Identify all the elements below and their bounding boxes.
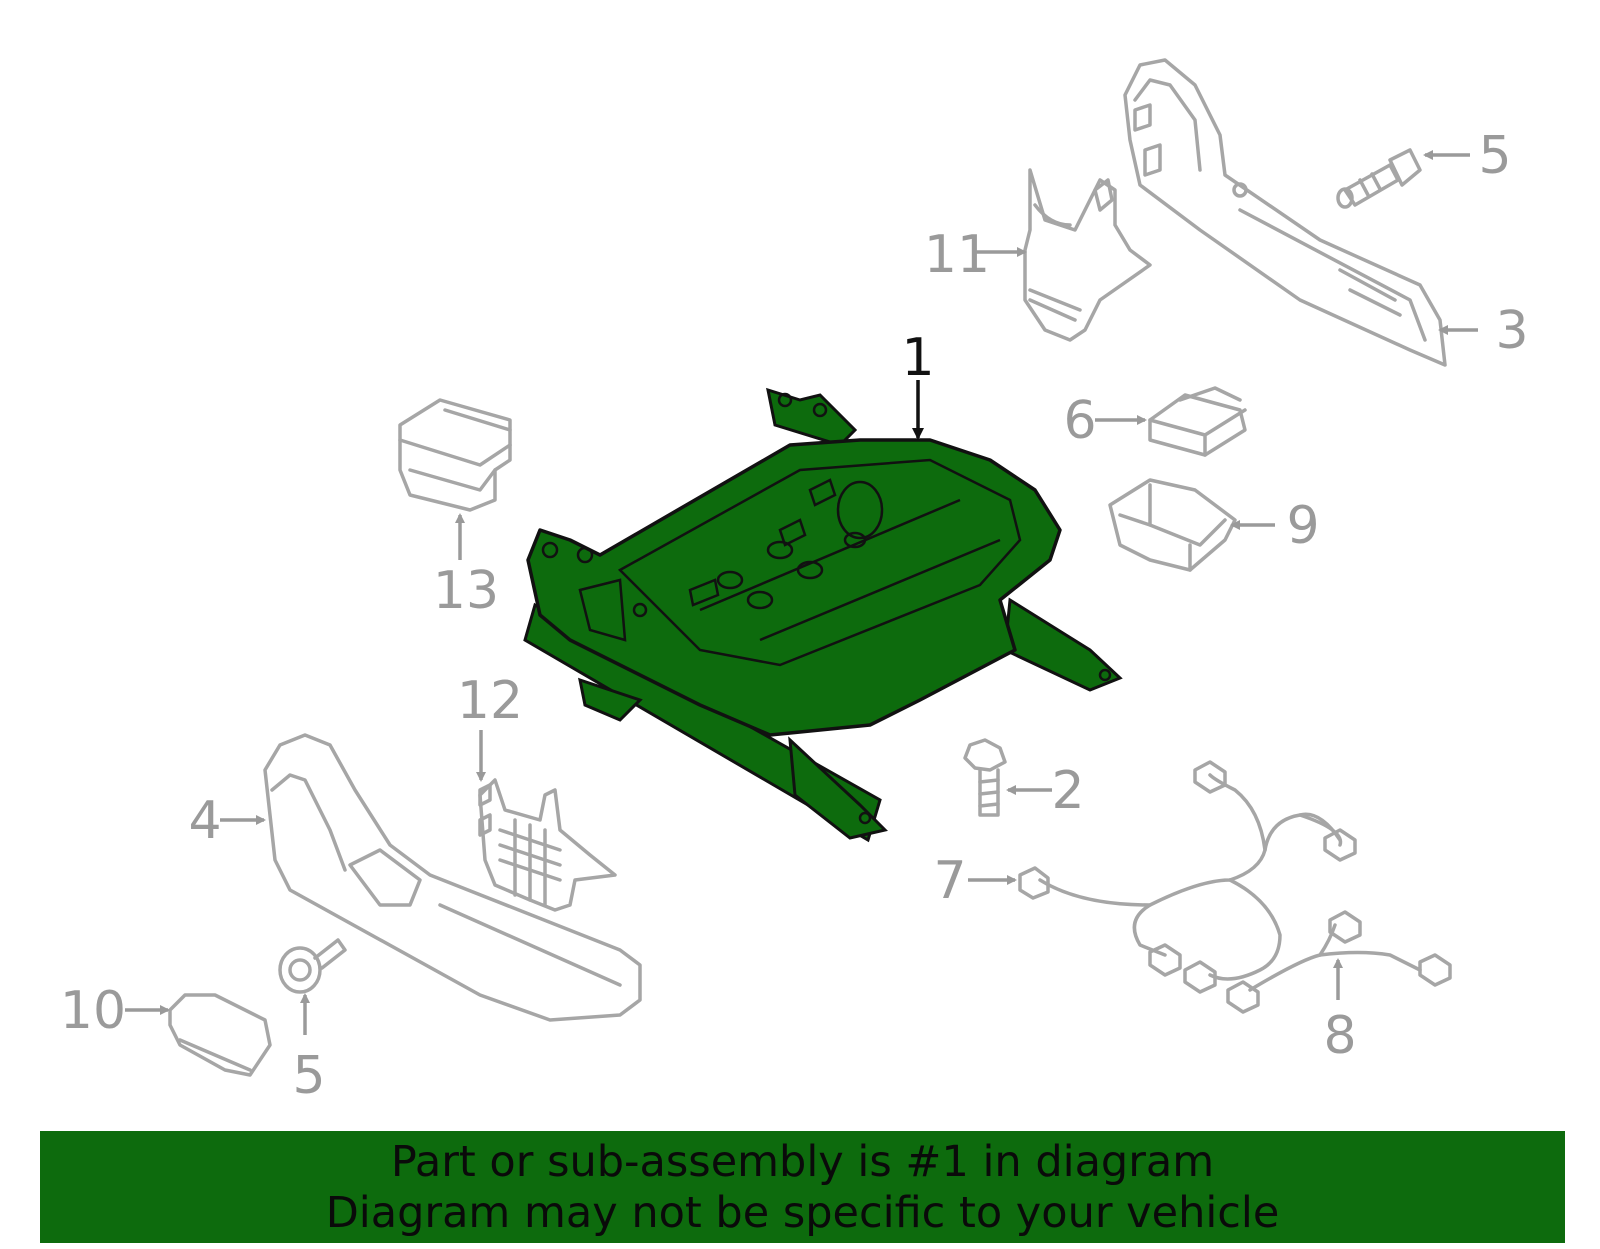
leader-lines <box>125 150 1478 1035</box>
callout-8: 8 <box>1323 1006 1356 1066</box>
callout-3: 3 <box>1495 301 1528 361</box>
callout-10: 10 <box>60 981 126 1041</box>
info-banner: Part or sub-assembly is #1 in diagram Di… <box>40 1131 1565 1243</box>
callout-7: 7 <box>933 851 966 911</box>
callout-9: 9 <box>1286 496 1319 556</box>
bracket-12 <box>478 778 617 912</box>
cap-10 <box>168 993 272 1077</box>
callout-labels: 1 2 3 4 5 5 6 7 8 9 10 11 12 13 <box>60 126 1529 1106</box>
callout-5-top: 5 <box>1478 126 1511 186</box>
side-shield-inner <box>263 733 642 1022</box>
seat-frame-assembly <box>523 387 1123 843</box>
callout-12: 12 <box>457 671 523 731</box>
side-bracket <box>1023 168 1152 342</box>
callout-4: 4 <box>188 791 221 851</box>
callout-5-bottom: 5 <box>292 1046 325 1106</box>
callout-1: 1 <box>901 328 934 388</box>
callout-2: 2 <box>1051 761 1084 821</box>
banner-line-1: Part or sub-assembly is #1 in diagram <box>390 1137 1215 1187</box>
callout-11: 11 <box>924 225 990 285</box>
wiring-harness <box>1018 760 1452 1014</box>
screw-5 <box>278 938 347 994</box>
knob-13 <box>398 398 512 512</box>
banner-line-2: Diagram may not be specific to your vehi… <box>325 1188 1280 1238</box>
bolt-top <box>1336 148 1422 209</box>
callout-13: 13 <box>433 561 499 621</box>
connector-6 <box>1148 386 1247 457</box>
bolt-2 <box>963 738 1007 817</box>
cover-9 <box>1108 478 1237 572</box>
side-shield-outer <box>1123 58 1447 367</box>
callout-6: 6 <box>1063 391 1096 451</box>
